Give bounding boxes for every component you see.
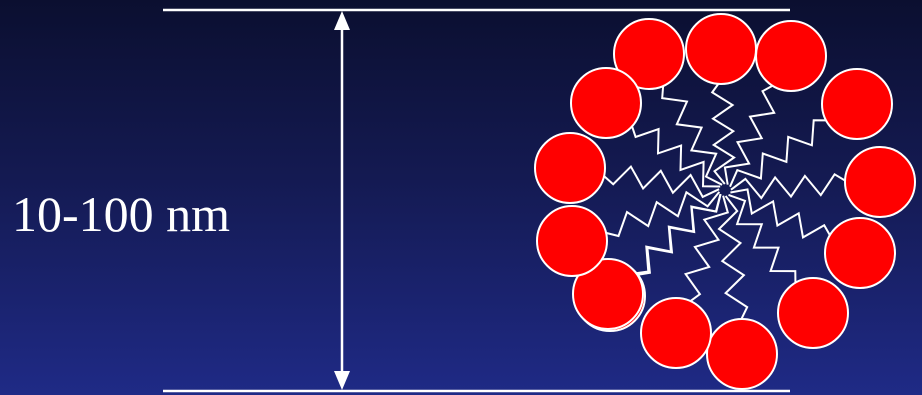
head-group-circle [641, 298, 711, 368]
head-group-circle [825, 218, 895, 288]
tail-chain [719, 196, 747, 324]
head-group-circle [822, 69, 892, 139]
tail-chain [601, 192, 720, 236]
scale-label: 10-100 nm [12, 186, 230, 242]
arrow-head-bottom [334, 371, 350, 390]
head-group-circle [707, 319, 777, 389]
tail-chain [712, 79, 734, 184]
scale-arrow [334, 11, 350, 390]
tail-chain [600, 167, 719, 197]
arrow-head-top [334, 11, 350, 30]
head-group-circle [535, 133, 605, 203]
head-group-circle [756, 21, 826, 91]
tail-chain [730, 189, 832, 240]
tail-chain [730, 120, 832, 186]
head-group-circle [778, 278, 848, 348]
micelle [535, 14, 915, 389]
head-group-circle [686, 14, 756, 84]
head-group-circle [571, 68, 641, 138]
tail-chain [662, 80, 722, 185]
tail-chain [725, 83, 778, 185]
head-group-circle [845, 147, 915, 217]
head-group-circle [537, 206, 607, 276]
